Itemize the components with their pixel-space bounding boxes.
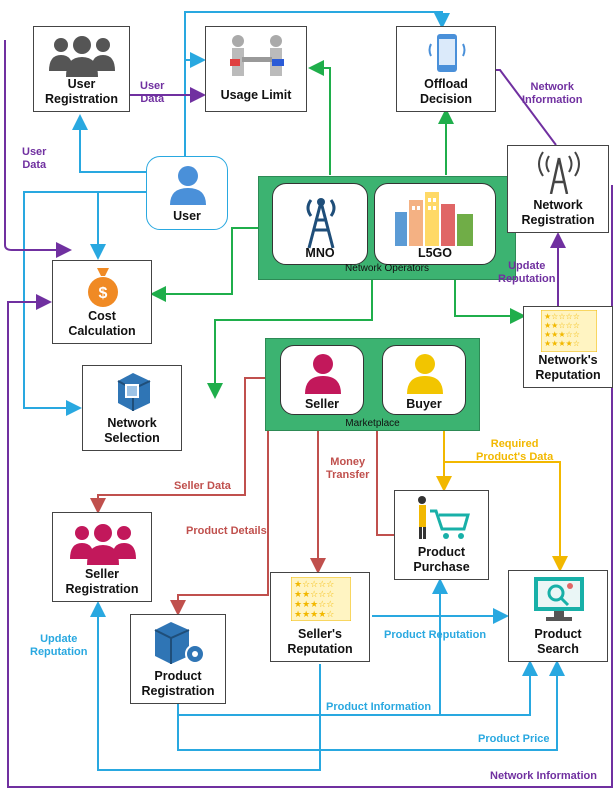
cost-calculation-box: $ Cost Calculation	[52, 260, 152, 344]
usage-limit-label: Usage Limit	[220, 88, 292, 102]
smartphone-icon	[428, 34, 466, 72]
network-selection-label: Network Selection	[104, 416, 160, 445]
network-registration-box: Network Registration	[507, 145, 609, 233]
product-search-label: Product Search	[534, 627, 582, 656]
product-purchase-label: Product Purchase	[413, 545, 470, 574]
network-information-top-label: Network Information	[522, 81, 583, 106]
product-price-label: Product Price	[478, 733, 550, 745]
userreg-to-cost-line	[4, 40, 72, 258]
user-registration-box: User Registration	[33, 26, 130, 112]
user-to-offload-line	[184, 11, 450, 158]
network-selection-box: Network Selection	[82, 365, 182, 451]
network-information-bottom-label: Network Information	[490, 770, 597, 782]
user-to-userreg-line	[72, 114, 146, 173]
product-purchase-box: Product Purchase	[394, 490, 489, 580]
buyer-card: Buyer	[382, 345, 466, 415]
user-data-top-label: User Data	[140, 80, 165, 105]
mno-label: MNO	[305, 246, 335, 260]
networks-reputation-label: Network's Reputation	[535, 353, 601, 382]
ops-to-netsel-line	[207, 280, 373, 399]
bottom-netinfo-line	[7, 185, 613, 788]
update-reputation-left-label: Update Reputation	[30, 633, 88, 658]
product-search-box: Product Search	[508, 570, 608, 662]
sellers-reputation-label: Seller's Reputation	[287, 627, 353, 656]
svg-text:★★★☆☆: ★★★☆☆	[294, 600, 334, 610]
money-bag-icon: $	[88, 268, 118, 307]
update-reputation-left-line	[90, 601, 321, 771]
seller-registration-box: Seller Registration	[52, 512, 152, 602]
l5go-label: L5GO	[417, 246, 453, 260]
seller-registration-label: Seller Registration	[65, 567, 139, 596]
user-registration-label: User Registration	[45, 77, 118, 106]
product-reputation-label: Product Reputation	[384, 629, 487, 641]
svg-text:★★★★☆: ★★★★☆	[294, 610, 334, 620]
city-buildings-icon	[395, 192, 473, 246]
buyer-label: Buyer	[406, 397, 442, 411]
svg-text:★☆☆☆☆: ★☆☆☆☆	[294, 580, 334, 590]
svg-text:★★☆☆☆: ★★☆☆☆	[544, 321, 580, 330]
money-transfer-label: Money Transfer	[326, 456, 370, 481]
usage-limit-box: Usage Limit	[205, 26, 307, 112]
ops-to-cost-line	[150, 227, 258, 302]
mno-card: MNO	[272, 183, 368, 265]
update-reputation-right-label: Update Reputation	[498, 260, 556, 285]
network-registration-label: Network Registration	[521, 198, 595, 227]
user-to-netsel-line	[23, 191, 146, 416]
product-registration-box: Product Registration	[130, 614, 226, 704]
product-information-label: Product Information	[326, 701, 432, 713]
user-data-left-label: User Data	[22, 146, 47, 171]
required-products-data-label: Required Product's Data	[476, 438, 554, 463]
network-operators-panel: MNO L5GO Network Operators	[258, 176, 516, 280]
ops-to-usage-line	[308, 60, 331, 175]
l5go-card: L5GO	[374, 183, 496, 265]
marketplace-panel: Seller Buyer Marketplace	[265, 338, 480, 431]
handshake-icon	[230, 35, 284, 76]
user-group-icon	[49, 36, 115, 77]
buyer-to-search-line	[444, 461, 568, 572]
svg-text:★★★☆☆: ★★★☆☆	[544, 330, 580, 339]
product-box-gear-icon	[154, 622, 205, 664]
svg-text:★★★★☆: ★★★★☆	[544, 339, 580, 348]
seller-group-icon	[70, 524, 136, 565]
seller-label: Seller	[304, 397, 340, 411]
buyer-person-icon	[407, 354, 443, 394]
radio-tower-icon	[538, 151, 580, 194]
ops-to-netrep-line	[454, 280, 526, 324]
offload-decision-box: Offload Decision	[396, 26, 496, 112]
network-cube-icon	[117, 373, 151, 411]
shopping-cart-icon	[418, 496, 470, 539]
svg-text:$: $	[99, 285, 108, 302]
seller-star-rating-icon: ★☆☆☆☆ ★★☆☆☆ ★★★☆☆ ★★★★☆	[291, 577, 351, 621]
productreg-to-search-price-line	[177, 660, 565, 751]
user-person-icon	[170, 166, 206, 205]
productreg-to-purchase-line	[177, 578, 448, 716]
search-monitor-icon	[534, 577, 584, 621]
product-details-label: Product Details	[186, 525, 267, 537]
user-box: User	[146, 156, 228, 230]
seller-person-icon	[305, 354, 341, 394]
seller-to-sellerreg-line	[90, 377, 280, 514]
networks-reputation-box: ★☆☆☆☆ ★★☆☆☆ ★★★☆☆ ★★★★☆ Network's Reputa…	[523, 306, 613, 388]
svg-text:★★☆☆☆: ★★☆☆☆	[294, 590, 334, 600]
svg-text:★☆☆☆☆: ★☆☆☆☆	[544, 312, 580, 321]
seller-card: Seller	[280, 345, 364, 415]
product-registration-label: Product Registration	[141, 669, 215, 698]
seller-data-label: Seller Data	[174, 480, 231, 492]
marketplace-caption: Marketplace	[345, 418, 400, 429]
cell-tower-icon	[306, 198, 336, 249]
sellers-reputation-box: ★☆☆☆☆ ★★☆☆☆ ★★★☆☆ ★★★★☆ Seller's Reputat…	[270, 572, 370, 662]
star-rating-icon: ★☆☆☆☆ ★★☆☆☆ ★★★☆☆ ★★★★☆	[541, 310, 597, 352]
offload-decision-label: Offload Decision	[419, 77, 473, 106]
user-to-cost-line	[90, 191, 146, 260]
network-operators-caption: Network Operators	[345, 263, 429, 274]
cost-calculation-label: Cost Calculation	[68, 309, 136, 338]
user-label: User	[173, 209, 201, 223]
